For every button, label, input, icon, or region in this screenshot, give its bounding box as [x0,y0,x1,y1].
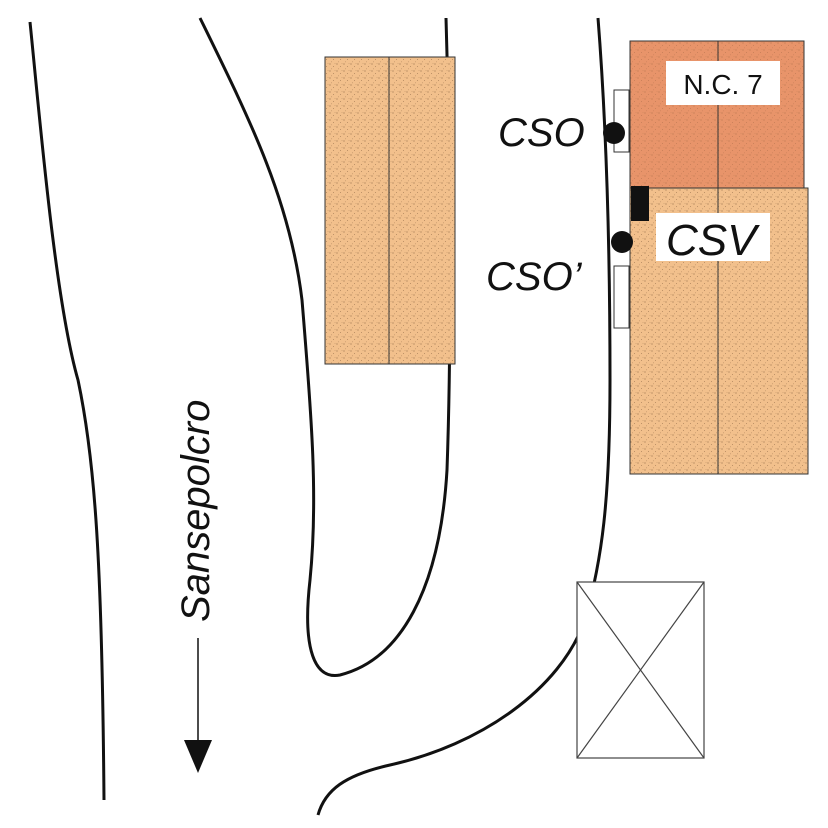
cso-label: CSO [498,111,585,155]
crossed-box-symbol [576,581,705,759]
direction-label: Sansepolcro [174,400,218,622]
sidewalk-box-lower [613,265,630,329]
cso-point [603,122,625,144]
road-edge-right [316,17,612,816]
road-edge-left [28,21,106,801]
building-center [324,56,456,365]
csv-label-box [656,213,770,261]
building-number-label: N.C. 7 [683,69,762,100]
building-number-box [666,61,780,105]
cso-prime-point [611,231,633,253]
cso-prime-label: CSO’ [486,255,583,299]
csv-label: CSV [666,216,760,265]
csv-marker [631,186,649,221]
direction-arrow-icon [184,638,212,773]
